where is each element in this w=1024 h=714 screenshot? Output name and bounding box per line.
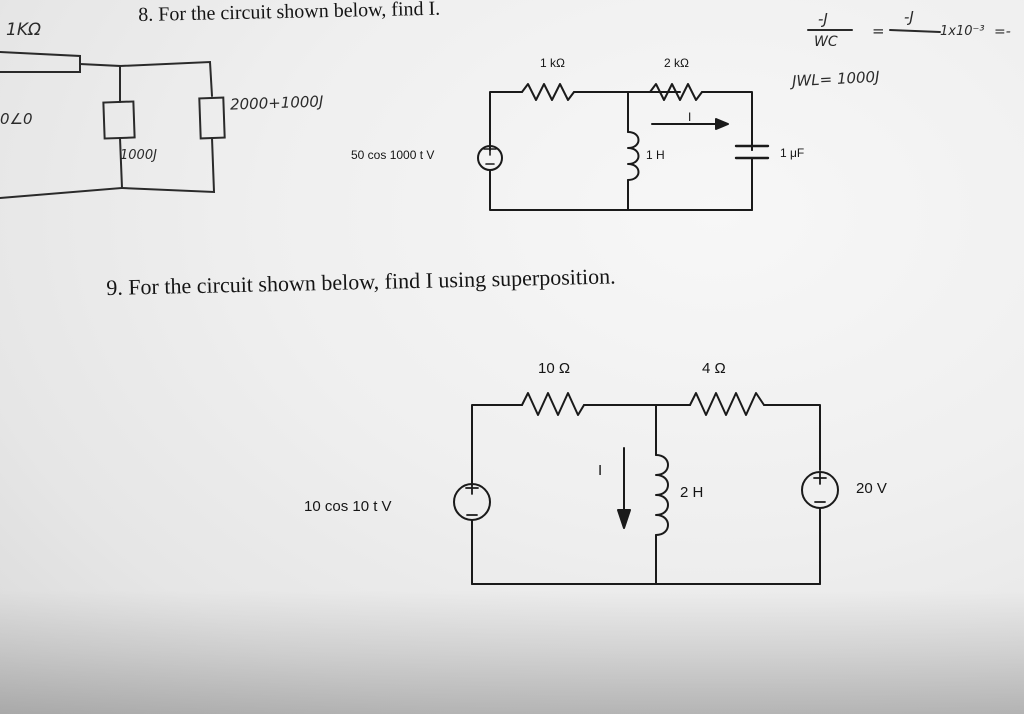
label-capacitor-1uf: 1 μF [780, 146, 805, 160]
label-resistor-10ohm: 10 Ω [538, 360, 571, 377]
label-inductor-2h: 2 H [680, 484, 704, 501]
handwritten-1kohm: 1KΩ [6, 20, 41, 40]
resistor-10ohm [521, 392, 585, 416]
circuit-8 [477, 83, 770, 211]
handwritten-eq-tail: =- [994, 24, 1011, 40]
label-current-9: I [598, 462, 603, 479]
label-current-8: I [688, 110, 692, 124]
inductor-2h [655, 454, 669, 536]
circuit-9 [453, 392, 839, 585]
handwritten-eq-num-1: -J [818, 10, 828, 28]
handwritten-impedance-sum: 2000+1000J [229, 92, 324, 114]
handwritten-sketch [0, 29, 941, 199]
handwritten-impedance-left: 1000J [120, 148, 157, 163]
label-source-8: 50 cos 1000 t V [351, 148, 435, 162]
label-resistor-1k: 1 kΩ [540, 56, 565, 70]
handwritten-eq-den-2: 1x10⁻³ [940, 24, 985, 39]
handwritten-eq-num-2: -J [904, 8, 914, 26]
handwritten-eq-equals: = [872, 22, 885, 40]
resistor-1k [521, 83, 575, 101]
label-source-9-right: 20 V [856, 480, 887, 497]
label-resistor-4ohm: 4 Ω [702, 360, 726, 377]
resistor-4ohm [689, 392, 765, 416]
label-source-9-left: 10 cos 10 t V [304, 498, 392, 515]
inductor-1h [627, 131, 640, 181]
handwritten-left-edge: 0∠0 [0, 110, 33, 128]
handwritten-eq-den-1: WC [814, 34, 838, 50]
resistor-2k [649, 83, 703, 101]
label-resistor-2k: 2 kΩ [664, 56, 689, 70]
bottom-shadow [0, 590, 1024, 714]
label-inductor-1h: 1 H [646, 148, 665, 162]
